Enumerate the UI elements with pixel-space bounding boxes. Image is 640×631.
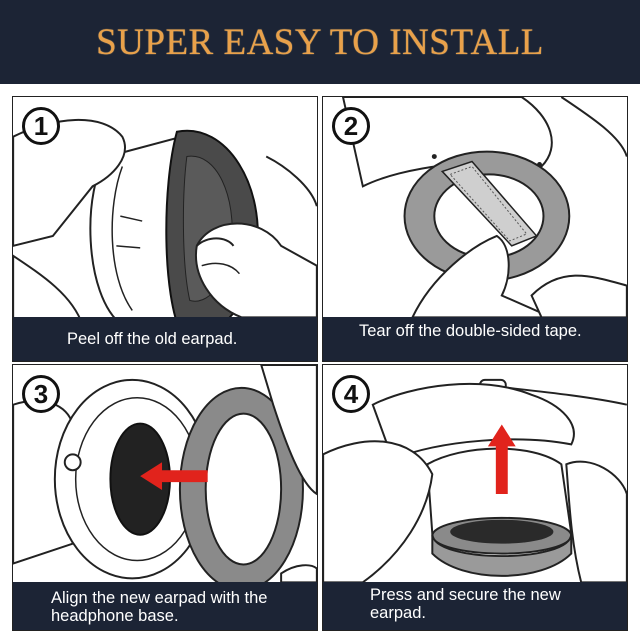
step-1-badge: 1 bbox=[22, 107, 60, 145]
align-earpad-illustration bbox=[13, 365, 317, 592]
step-4-panel: 4 Press and secure the new earpad. bbox=[322, 364, 628, 631]
steps-grid: 1 Peel off the old earpad. 2 Tear off th… bbox=[12, 96, 628, 631]
step-3-badge: 3 bbox=[22, 375, 60, 413]
step-2-panel: 2 Tear off the double-sided tape. bbox=[322, 96, 628, 362]
step-1-panel: 1 Peel off the old earpad. bbox=[12, 96, 318, 362]
align-arrow bbox=[140, 462, 208, 491]
banner: SUPER EASY TO INSTALL bbox=[0, 0, 640, 84]
tear-tape-illustration bbox=[341, 97, 627, 319]
step-3-caption: Align the new earpad with the headphone … bbox=[13, 582, 317, 630]
step-4-badge: 4 bbox=[332, 375, 370, 413]
step-1-caption: Peel off the old earpad. bbox=[13, 317, 317, 361]
step-2-badge: 2 bbox=[332, 107, 370, 145]
step-2-caption: Tear off the double-sided tape. bbox=[323, 317, 627, 361]
step-3-panel: 3 Align the new earpad with the headphon… bbox=[12, 364, 318, 631]
step-4-caption: Press and secure the new earpad. bbox=[323, 582, 627, 630]
press-earpad-illustration bbox=[323, 378, 627, 584]
press-arrow bbox=[487, 424, 516, 495]
page-title: SUPER EASY TO INSTALL bbox=[96, 21, 544, 63]
